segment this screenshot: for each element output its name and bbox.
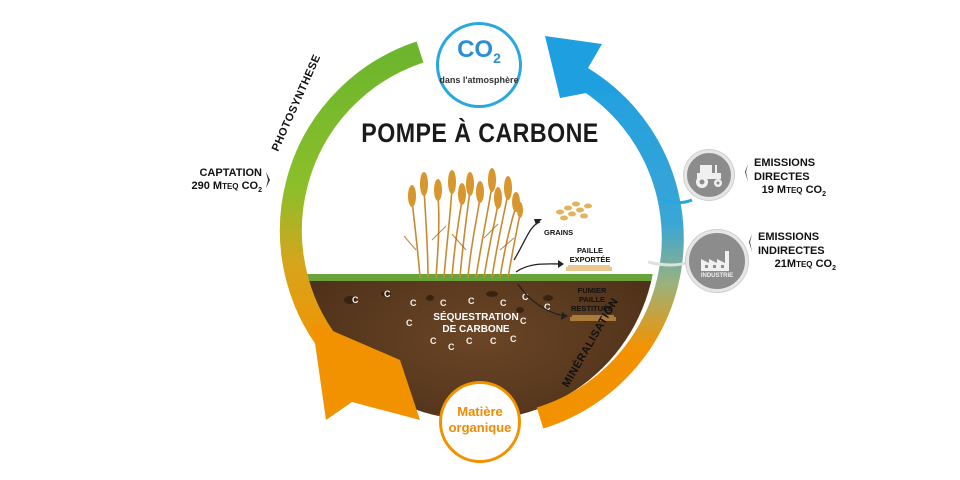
wheat-ears <box>408 168 523 218</box>
grain-pile <box>556 201 592 221</box>
carbon-marker: C <box>500 298 507 308</box>
carbon-marker: C <box>468 296 475 306</box>
photosynthesis-arrowhead <box>312 322 420 420</box>
mineralisation-arrowhead <box>545 36 612 98</box>
photosynthesis-arc <box>279 41 424 363</box>
carbon-marker: C <box>384 289 391 299</box>
carbon-markers: C C C C C C C C C C C C C C C <box>352 289 551 352</box>
emissions-directes-value: 19 MTEQ CO2 <box>761 184 826 199</box>
emissions-directes-line2: DIRECTES <box>754 171 810 183</box>
mineralisation-arc <box>536 55 684 429</box>
straw-bundle <box>566 265 612 271</box>
emissions-directes-line1: EMISSIONS <box>754 157 816 169</box>
emissions-directes-arrow-icon <box>745 164 748 182</box>
captation-block: CAPTATION 290 MTEQ CO2 <box>176 166 263 195</box>
carbon-marker: C <box>406 318 413 328</box>
carbon-marker: C <box>410 298 417 308</box>
tractor-icon <box>684 150 734 200</box>
carbon-marker: C <box>520 316 527 326</box>
carbon-marker: C <box>544 302 551 312</box>
co2-caption: dans l'atmosphère <box>439 74 519 85</box>
carbon-marker: C <box>430 336 437 346</box>
carbon-marker: C <box>448 342 455 352</box>
carbon-marker: C <box>522 292 529 302</box>
co2-formula: CO2 <box>457 36 501 66</box>
emissions-indirectes-arrow-icon <box>749 234 752 252</box>
carbon-marker: C <box>440 298 447 308</box>
emissions-indirectes-line1: EMISSIONS <box>758 231 820 243</box>
manure-bundle <box>570 315 616 321</box>
industrie-label: INDUSTRIE <box>700 273 734 279</box>
emissions-indirectes-value: 21MTEQ CO2 <box>774 258 836 273</box>
emissions-directes-block: EMISSIONS DIRECTES 19 MTEQ CO2 <box>754 156 864 198</box>
co2-atmosphere-node: CO2 dans l'atmosphère <box>436 22 522 108</box>
emissions-indirectes-line2: INDIRECTES <box>758 245 825 257</box>
captation-label: CAPTATION <box>199 167 262 179</box>
carbon-marker: C <box>510 334 517 344</box>
diagram-title: POMPE À CARBONE <box>361 118 599 148</box>
captation-arrow-icon <box>266 172 270 188</box>
wheat-plants <box>411 185 521 279</box>
carbon-marker: C <box>490 336 497 346</box>
emissions-indirectes-block: EMISSIONS INDIRECTES 21MTEQ CO2 <box>758 230 868 272</box>
carbon-marker: C <box>352 295 359 305</box>
factory-icon: INDUSTRIE <box>686 230 748 292</box>
carbon-marker: C <box>466 336 473 346</box>
captation-value: 290 MTEQ CO2 <box>191 180 263 195</box>
grains-label: GRAINS <box>544 228 574 237</box>
